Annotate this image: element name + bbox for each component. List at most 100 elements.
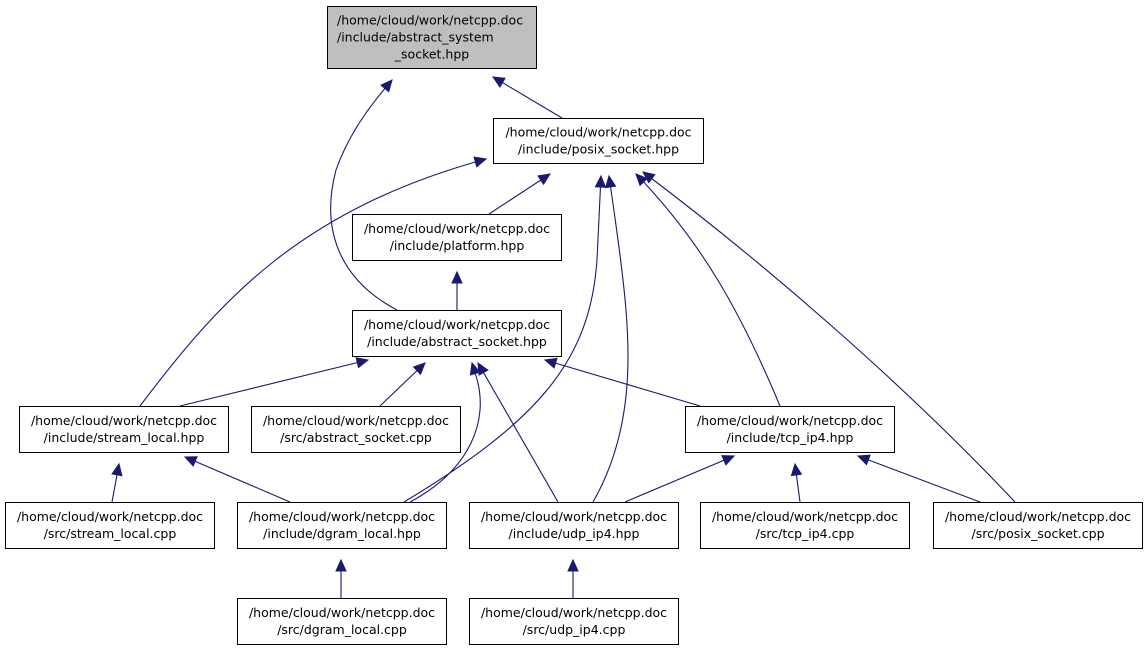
- arrowhead-icon: [412, 362, 426, 376]
- arrowhead-icon: [790, 462, 803, 477]
- node-stream-local-cpp[interactable]: /home/cloud/work/netcpp.doc/src/stream_l…: [5, 502, 215, 549]
- node-box: [352, 310, 562, 357]
- edge-dgram-local-hpp-to-abstract-socket-hpp: [409, 361, 481, 503]
- edge-posix-socket-cpp-to-tcp-ip4-hpp: [856, 454, 981, 503]
- node-dgram-local-cpp[interactable]: /home/cloud/work/netcpp.doc/src/dgram_lo…: [237, 598, 447, 645]
- arrowhead-icon: [856, 454, 871, 466]
- node-tcp-ip4-hpp[interactable]: /home/cloud/work/netcpp.doc/include/tcp_…: [685, 406, 895, 453]
- node-label-line: /home/cloud/work/netcpp.doc: [712, 509, 898, 524]
- node-label-line: /home/cloud/work/netcpp.doc: [337, 13, 523, 28]
- edge-line: [635, 173, 781, 407]
- edge-dgram-local-cpp-to-dgram-local-hpp: [335, 558, 347, 598]
- node-label-line: /include/posix_socket.hpp: [518, 142, 679, 157]
- node-box: [5, 502, 215, 549]
- arrowhead-icon: [380, 79, 393, 93]
- node-label-line: /src/tcp_ip4.cpp: [756, 526, 855, 541]
- node-label-line: _socket.hpp: [394, 47, 469, 62]
- node-tcp-ip4-cpp[interactable]: /home/cloud/work/netcpp.doc/src/tcp_ip4.…: [700, 502, 910, 549]
- edge-abstract-socket-cpp-to-abstract-socket-hpp: [379, 362, 426, 407]
- arrowhead-icon: [642, 171, 656, 184]
- node-abstract-socket-hpp[interactable]: /home/cloud/work/netcpp.doc/include/abst…: [352, 310, 562, 357]
- node-dgram-local-hpp[interactable]: /home/cloud/work/netcpp.doc/include/dgra…: [237, 502, 447, 549]
- arrowhead-icon: [477, 361, 489, 376]
- node-box: [933, 502, 1143, 549]
- arrowhead-icon: [469, 361, 481, 376]
- edge-posix-socket-hpp-to-abstract-system-socket-hpp: [491, 76, 563, 119]
- edge-line: [857, 455, 981, 503]
- edge-tcp-ip4-hpp-to-abstract-socket-hpp: [543, 357, 701, 407]
- node-box: [251, 406, 461, 453]
- node-label-line: /home/cloud/work/netcpp.doc: [249, 509, 435, 524]
- edge-line: [488, 173, 551, 215]
- node-udp-ip4-hpp[interactable]: /home/cloud/work/netcpp.doc/include/udp_…: [469, 502, 679, 549]
- arrowhead-icon: [451, 270, 463, 284]
- edge-line: [544, 359, 701, 407]
- node-label-line: /include/abstract_system: [337, 30, 494, 45]
- node-posix-socket-cpp[interactable]: /home/cloud/work/netcpp.doc/src/posix_so…: [933, 502, 1143, 549]
- arrowhead-icon: [183, 456, 198, 467]
- edge-line: [330, 79, 398, 311]
- edges-layer: [111, 76, 1016, 598]
- node-label-line: /include/udp_ip4.hpp: [509, 526, 640, 541]
- edge-line: [592, 175, 629, 503]
- node-box: [237, 598, 447, 645]
- edge-abstract-socket-hpp-to-abstract-system-socket-hpp: [330, 79, 398, 311]
- node-label-line: /src/posix_socket.cpp: [971, 526, 1104, 541]
- arrowhead-icon: [635, 173, 649, 187]
- arrowhead-icon: [491, 76, 506, 88]
- node-label-line: /home/cloud/work/netcpp.doc: [17, 509, 203, 524]
- arrowhead-icon: [473, 156, 488, 168]
- node-platform-hpp[interactable]: /home/cloud/work/netcpp.doc/include/plat…: [352, 214, 562, 261]
- node-label-line: /include/dgram_local.hpp: [263, 526, 421, 541]
- nodes-layer: /home/cloud/work/netcpp.doc/include/abst…: [5, 6, 1143, 645]
- edge-udp-ip4-hpp-to-tcp-ip4-hpp: [624, 455, 736, 503]
- node-stream-local-hpp[interactable]: /home/cloud/work/netcpp.doc/include/stre…: [19, 406, 229, 453]
- edge-stream-local-cpp-to-stream-local-hpp: [111, 462, 123, 503]
- arrowhead-icon: [335, 558, 347, 572]
- node-label-line: /home/cloud/work/netcpp.doc: [481, 509, 667, 524]
- node-box: [493, 118, 704, 164]
- node-posix-socket-hpp[interactable]: /home/cloud/work/netcpp.doc/include/posi…: [493, 118, 704, 164]
- node-label-line: /home/cloud/work/netcpp.doc: [945, 509, 1131, 524]
- node-label-line: /src/abstract_socket.cpp: [280, 430, 432, 445]
- edge-dgram-local-hpp-to-posix-socket-hpp: [403, 174, 607, 503]
- node-box: [469, 502, 679, 549]
- node-label-line: /home/cloud/work/netcpp.doc: [364, 221, 550, 236]
- edge-line: [624, 455, 735, 503]
- edge-stream-local-hpp-to-posix-socket-hpp: [139, 156, 488, 407]
- node-box: [352, 214, 562, 261]
- edge-platform-hpp-to-posix-socket-hpp: [488, 173, 552, 215]
- node-box: [685, 406, 895, 453]
- node-abstract-system-socket-hpp[interactable]: /home/cloud/work/netcpp.doc/include/abst…: [327, 6, 537, 69]
- arrowhead-icon: [111, 462, 123, 477]
- arrowhead-icon: [721, 455, 736, 466]
- node-label-line: /home/cloud/work/netcpp.doc: [481, 605, 667, 620]
- edge-stream-local-hpp-to-abstract-socket-hpp: [179, 357, 370, 407]
- node-label-line: /src/dgram_local.cpp: [277, 622, 407, 637]
- node-label-line: /home/cloud/work/netcpp.doc: [263, 413, 449, 428]
- node-box: [469, 598, 679, 645]
- node-abstract-socket-cpp[interactable]: /home/cloud/work/netcpp.doc/src/abstract…: [251, 406, 461, 453]
- arrowhead-icon: [567, 558, 579, 572]
- arrowhead-icon: [594, 174, 607, 188]
- node-label-line: /home/cloud/work/netcpp.doc: [505, 125, 691, 140]
- node-label-line: /include/tcp_ip4.hpp: [727, 430, 854, 445]
- node-label-line: /src/stream_local.cpp: [44, 526, 177, 541]
- arrowhead-icon: [604, 174, 617, 189]
- node-label-line: /include/platform.hpp: [390, 238, 525, 253]
- node-udp-ip4-cpp[interactable]: /home/cloud/work/netcpp.doc/src/udp_ip4.…: [469, 598, 679, 645]
- arrowhead-icon: [355, 357, 370, 369]
- edge-line: [184, 456, 291, 503]
- edge-dgram-local-hpp-to-stream-local-hpp: [183, 456, 291, 503]
- node-box: [327, 6, 537, 69]
- edge-line: [403, 175, 602, 503]
- node-box: [700, 502, 910, 549]
- edge-udp-ip4-hpp-to-posix-socket-hpp: [592, 174, 629, 503]
- edge-abstract-socket-hpp-to-platform-hpp: [451, 270, 463, 310]
- node-label-line: /include/abstract_socket.hpp: [367, 334, 547, 349]
- arrowhead-icon: [537, 173, 552, 186]
- node-label-line: /home/cloud/work/netcpp.doc: [31, 413, 217, 428]
- edge-line: [642, 171, 1016, 503]
- edge-tcp-ip4-hpp-to-posix-socket-hpp: [635, 173, 781, 407]
